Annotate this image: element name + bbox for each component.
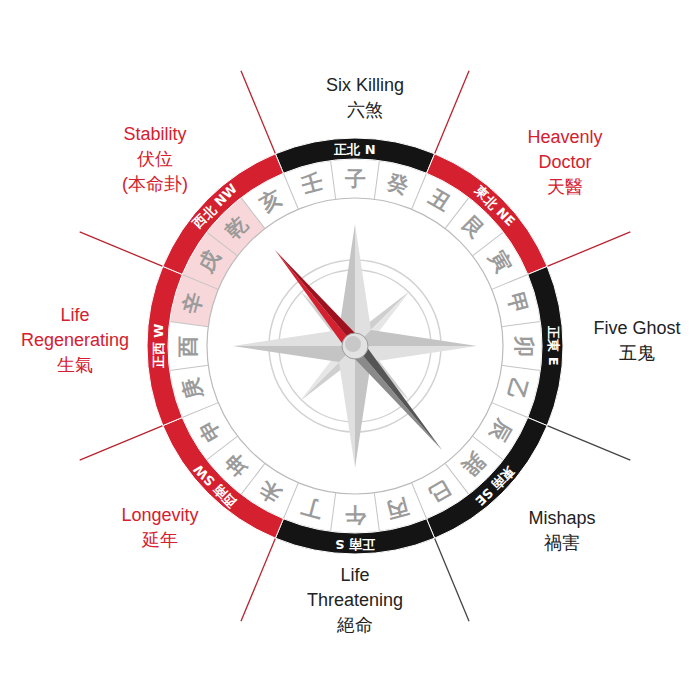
direction-meaning: 生氣 xyxy=(11,353,139,378)
direction-label: 正東 E xyxy=(546,326,559,365)
direction-band: 西北 NW xyxy=(145,136,565,556)
mountain-character: 酉 xyxy=(177,336,198,357)
label-group: Five Ghost五鬼 xyxy=(582,316,692,366)
direction-meaning: 伏位 xyxy=(100,147,210,172)
label-group: Life Threatening絕命 xyxy=(295,563,415,638)
direction-meaning: 六煞 xyxy=(300,98,430,123)
direction-meaning: 天醫 xyxy=(510,175,620,200)
label-group: Stability伏位(本命卦) xyxy=(100,122,210,197)
mountain-character: 子 xyxy=(345,168,366,189)
band-arc xyxy=(145,136,565,556)
mountain-character: 卯 xyxy=(512,336,533,357)
direction-meaning: Longevity xyxy=(105,503,215,528)
direction-meaning: Heavenly Doctor xyxy=(510,125,620,175)
direction-meaning: Five Ghost xyxy=(582,316,692,341)
label-group: Heavenly Doctor天醫 xyxy=(510,125,620,200)
direction-meaning: 五鬼 xyxy=(582,341,692,366)
mountain-character: 午 xyxy=(345,503,366,524)
direction-label: 正西 W xyxy=(151,324,164,369)
label-group: Mishaps禍害 xyxy=(507,506,617,556)
label-group: Life Regenerating生氣 xyxy=(11,303,139,378)
band-shape xyxy=(163,154,284,275)
direction-meaning: 絕命 xyxy=(295,613,415,638)
direction-meaning: Stability xyxy=(100,122,210,147)
mountain-character: 壬 xyxy=(299,171,325,197)
direction-label: 正北 N xyxy=(334,142,375,155)
direction-label: 正南 S xyxy=(335,537,375,550)
direction-meaning: Life Regenerating xyxy=(11,303,139,353)
label-group: Longevity延年 xyxy=(105,503,215,553)
direction-meaning: Mishaps xyxy=(507,506,617,531)
direction-meaning: Life Threatening xyxy=(295,563,415,613)
direction-meaning: Six Killing xyxy=(300,73,430,98)
mountain-character: 辛 xyxy=(180,290,206,316)
direction-meaning: 延年 xyxy=(105,528,215,553)
direction-meaning: (本命卦) xyxy=(100,172,210,197)
label-group: Six Killing六煞 xyxy=(300,73,430,123)
direction-meaning: 禍害 xyxy=(507,531,617,556)
